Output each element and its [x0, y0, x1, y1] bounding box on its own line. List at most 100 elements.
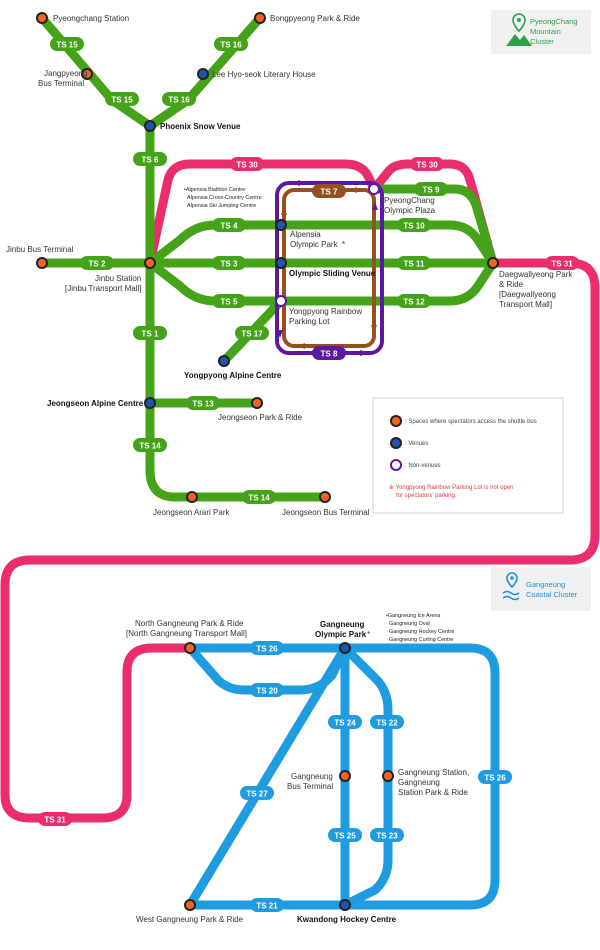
label-yongpyong-parking-2: Parking Lot	[289, 317, 330, 326]
svg-text:TS 11: TS 11	[404, 260, 425, 269]
route-pill-ts1: TS 1	[133, 326, 167, 340]
label-daegwallyeong-4: Transport Mall]	[499, 300, 552, 309]
svg-text:TS 17: TS 17	[241, 330, 263, 339]
label-phoenix: Phoenix Snow Venue	[160, 122, 241, 131]
route-pill-ts2: TS 2	[80, 256, 114, 270]
label-alpensia-park-1: Alpensia	[290, 230, 321, 239]
legend-nonvenues-text: : Non-venues	[405, 463, 441, 469]
route-pill-ts5: TS 5	[212, 294, 246, 308]
coastal-cluster-badge: Gangneung Coastal Cluster	[491, 567, 591, 611]
station-jeongseon-arari	[186, 491, 198, 503]
label-gn-bus-1: Gangneung	[291, 772, 333, 781]
route-pill-ts9: TS 9	[414, 182, 448, 196]
label-gn-note-3: Gangneung Hockey Centre	[389, 629, 454, 635]
route-pill-ts13: TS 13	[186, 396, 220, 410]
label-kwandong: Kwandong Hockey Centre	[297, 915, 397, 924]
route-pill-ts23: TS 23	[370, 828, 404, 842]
svg-text:TS 26: TS 26	[256, 645, 278, 654]
route-pill-ts26b: TS 26	[478, 770, 512, 784]
label-north-gangneung-2: [North Gangneung Transport Mall]	[126, 629, 247, 638]
legend-venues-text: : Venues	[405, 441, 428, 447]
route-pill-ts30a: TS 30	[230, 157, 264, 171]
label-jeongseon-alpine: Jeongseon Alpine Centre	[47, 399, 144, 408]
label-jinbu-station-2: [Jinbu Transport Mall]	[65, 284, 141, 293]
route-pill-ts17: TS 17	[235, 326, 269, 340]
route-pill-ts14b: TS 14	[242, 490, 276, 504]
station-gangneung-bus	[339, 770, 351, 782]
station-gangneung-station	[382, 770, 394, 782]
svg-text:TS 4: TS 4	[221, 222, 238, 231]
legend-note-1: ※ Yongpyong Rainbow Parking Lot is not o…	[389, 484, 513, 491]
label-bongpyeong: Bongpyeong Park & Ride	[270, 14, 360, 23]
coastal-cluster-line-2: Coastal Cluster	[526, 590, 578, 599]
svg-text:TS 3: TS 3	[221, 260, 238, 269]
svg-text:TS 20: TS 20	[256, 687, 278, 696]
route-pill-ts3: TS 3	[212, 256, 246, 270]
label-yongpyong-parking-1: Yongpyong Rainbow	[289, 307, 362, 316]
legend-nonvenue-dot	[390, 459, 402, 471]
label-gn-park-1: Gangneung	[320, 620, 365, 629]
label-pc-plaza-2: Olympic Plaza	[384, 206, 436, 215]
label-west-gangneung: West Gangneung Park & Ride	[136, 915, 244, 924]
svg-text:TS 14: TS 14	[248, 494, 270, 503]
svg-text:TS 5: TS 5	[221, 298, 238, 307]
svg-text:TS 21: TS 21	[256, 902, 278, 911]
station-gangneung-park	[339, 642, 351, 654]
svg-text:TS 24: TS 24	[334, 719, 356, 728]
route-pill-ts6: TS 6	[133, 152, 167, 166]
label-jeongseon-arari: Jeongseon Arari Park	[153, 508, 230, 517]
svg-text:TS 15: TS 15	[111, 96, 133, 105]
label-alpensia-note-2: Alpensia Cross-Country Centre	[187, 195, 262, 201]
route-pill-ts27: TS 27	[240, 786, 274, 800]
svg-text:TS 10: TS 10	[403, 222, 425, 231]
label-daegwallyeong-3: [Daegwallyeong	[499, 290, 556, 299]
station-jinbu	[144, 257, 156, 269]
route-pill-ts22: TS 22	[370, 715, 404, 729]
svg-text:TS 30: TS 30	[416, 161, 438, 170]
station-yongpyong-parking	[275, 295, 287, 307]
label-jangpyeong-2: Bus Terminal	[38, 79, 84, 88]
label-yongpyong-alpine: Yongpyong Alpine Centre	[184, 371, 282, 380]
station-west-gangneung	[184, 899, 196, 911]
route-pill-ts15a: TS 15	[50, 37, 84, 51]
route-pill-ts20: TS 20	[250, 683, 284, 697]
label-jangpyeong-1: Jangpyeong	[44, 69, 88, 78]
mountain-cluster-line-1: PyeongChang	[530, 17, 578, 26]
label-gn-note-4: Gangneung Curling Centre	[389, 637, 453, 643]
svg-text:TS 8: TS 8	[321, 350, 338, 359]
legend-spectator-text: : Spaces where spectators access the shu…	[405, 419, 537, 425]
label-alpensia-note-3: Alpensia Ski Jumping Centre	[187, 203, 256, 209]
label-jeongseon-bus: Jeongseon Bus Terminal	[282, 508, 370, 517]
label-gn-station-3: Station Park & Ride	[398, 788, 468, 797]
svg-text:TS 15: TS 15	[56, 41, 78, 50]
label-gn-note-2: Gangneung Oval	[389, 621, 430, 627]
route-pill-ts24: TS 24	[328, 715, 362, 729]
route-ts8-loop	[275, 181, 384, 355]
svg-text:TS 31: TS 31	[44, 816, 66, 825]
route-pill-ts26a: TS 26	[250, 641, 284, 655]
svg-text:TS 31: TS 31	[551, 260, 573, 269]
legend-spectator-dot	[390, 415, 402, 427]
label-gn-park-2: Olympic Park	[315, 630, 367, 639]
label-lee-hyo-seok: Lee Hyo-seok Literary House	[212, 70, 316, 79]
station-kwandong	[339, 899, 351, 911]
station-bongpyeong	[254, 12, 266, 24]
legend-venue-dot	[390, 437, 402, 449]
route-pill-ts21: TS 21	[250, 898, 284, 912]
legend-note-2: for spectators' parking.	[396, 493, 457, 499]
label-gn-bus-2: Bus Terminal	[287, 782, 333, 791]
mountain-cluster-badge: PyeongChang Mountain Cluster	[491, 10, 591, 54]
station-daegwallyeong	[487, 257, 499, 269]
route-pill-ts15b: TS 15	[105, 92, 139, 106]
route-pill-ts31a: TS 31	[545, 256, 579, 270]
svg-text:TS 13: TS 13	[192, 400, 214, 409]
mountain-cluster-line-3: Cluster	[530, 37, 554, 46]
svg-text:TS 25: TS 25	[334, 832, 356, 841]
legend-box: : Spaces where spectators access the shu…	[372, 397, 564, 514]
svg-text:TS 7: TS 7	[321, 188, 338, 197]
mountain-pin-icon	[506, 13, 532, 46]
label-alpensia-star: *	[342, 240, 345, 249]
route-pill-ts12: TS 12	[397, 294, 431, 308]
station-jeongseon-bus	[319, 491, 331, 503]
